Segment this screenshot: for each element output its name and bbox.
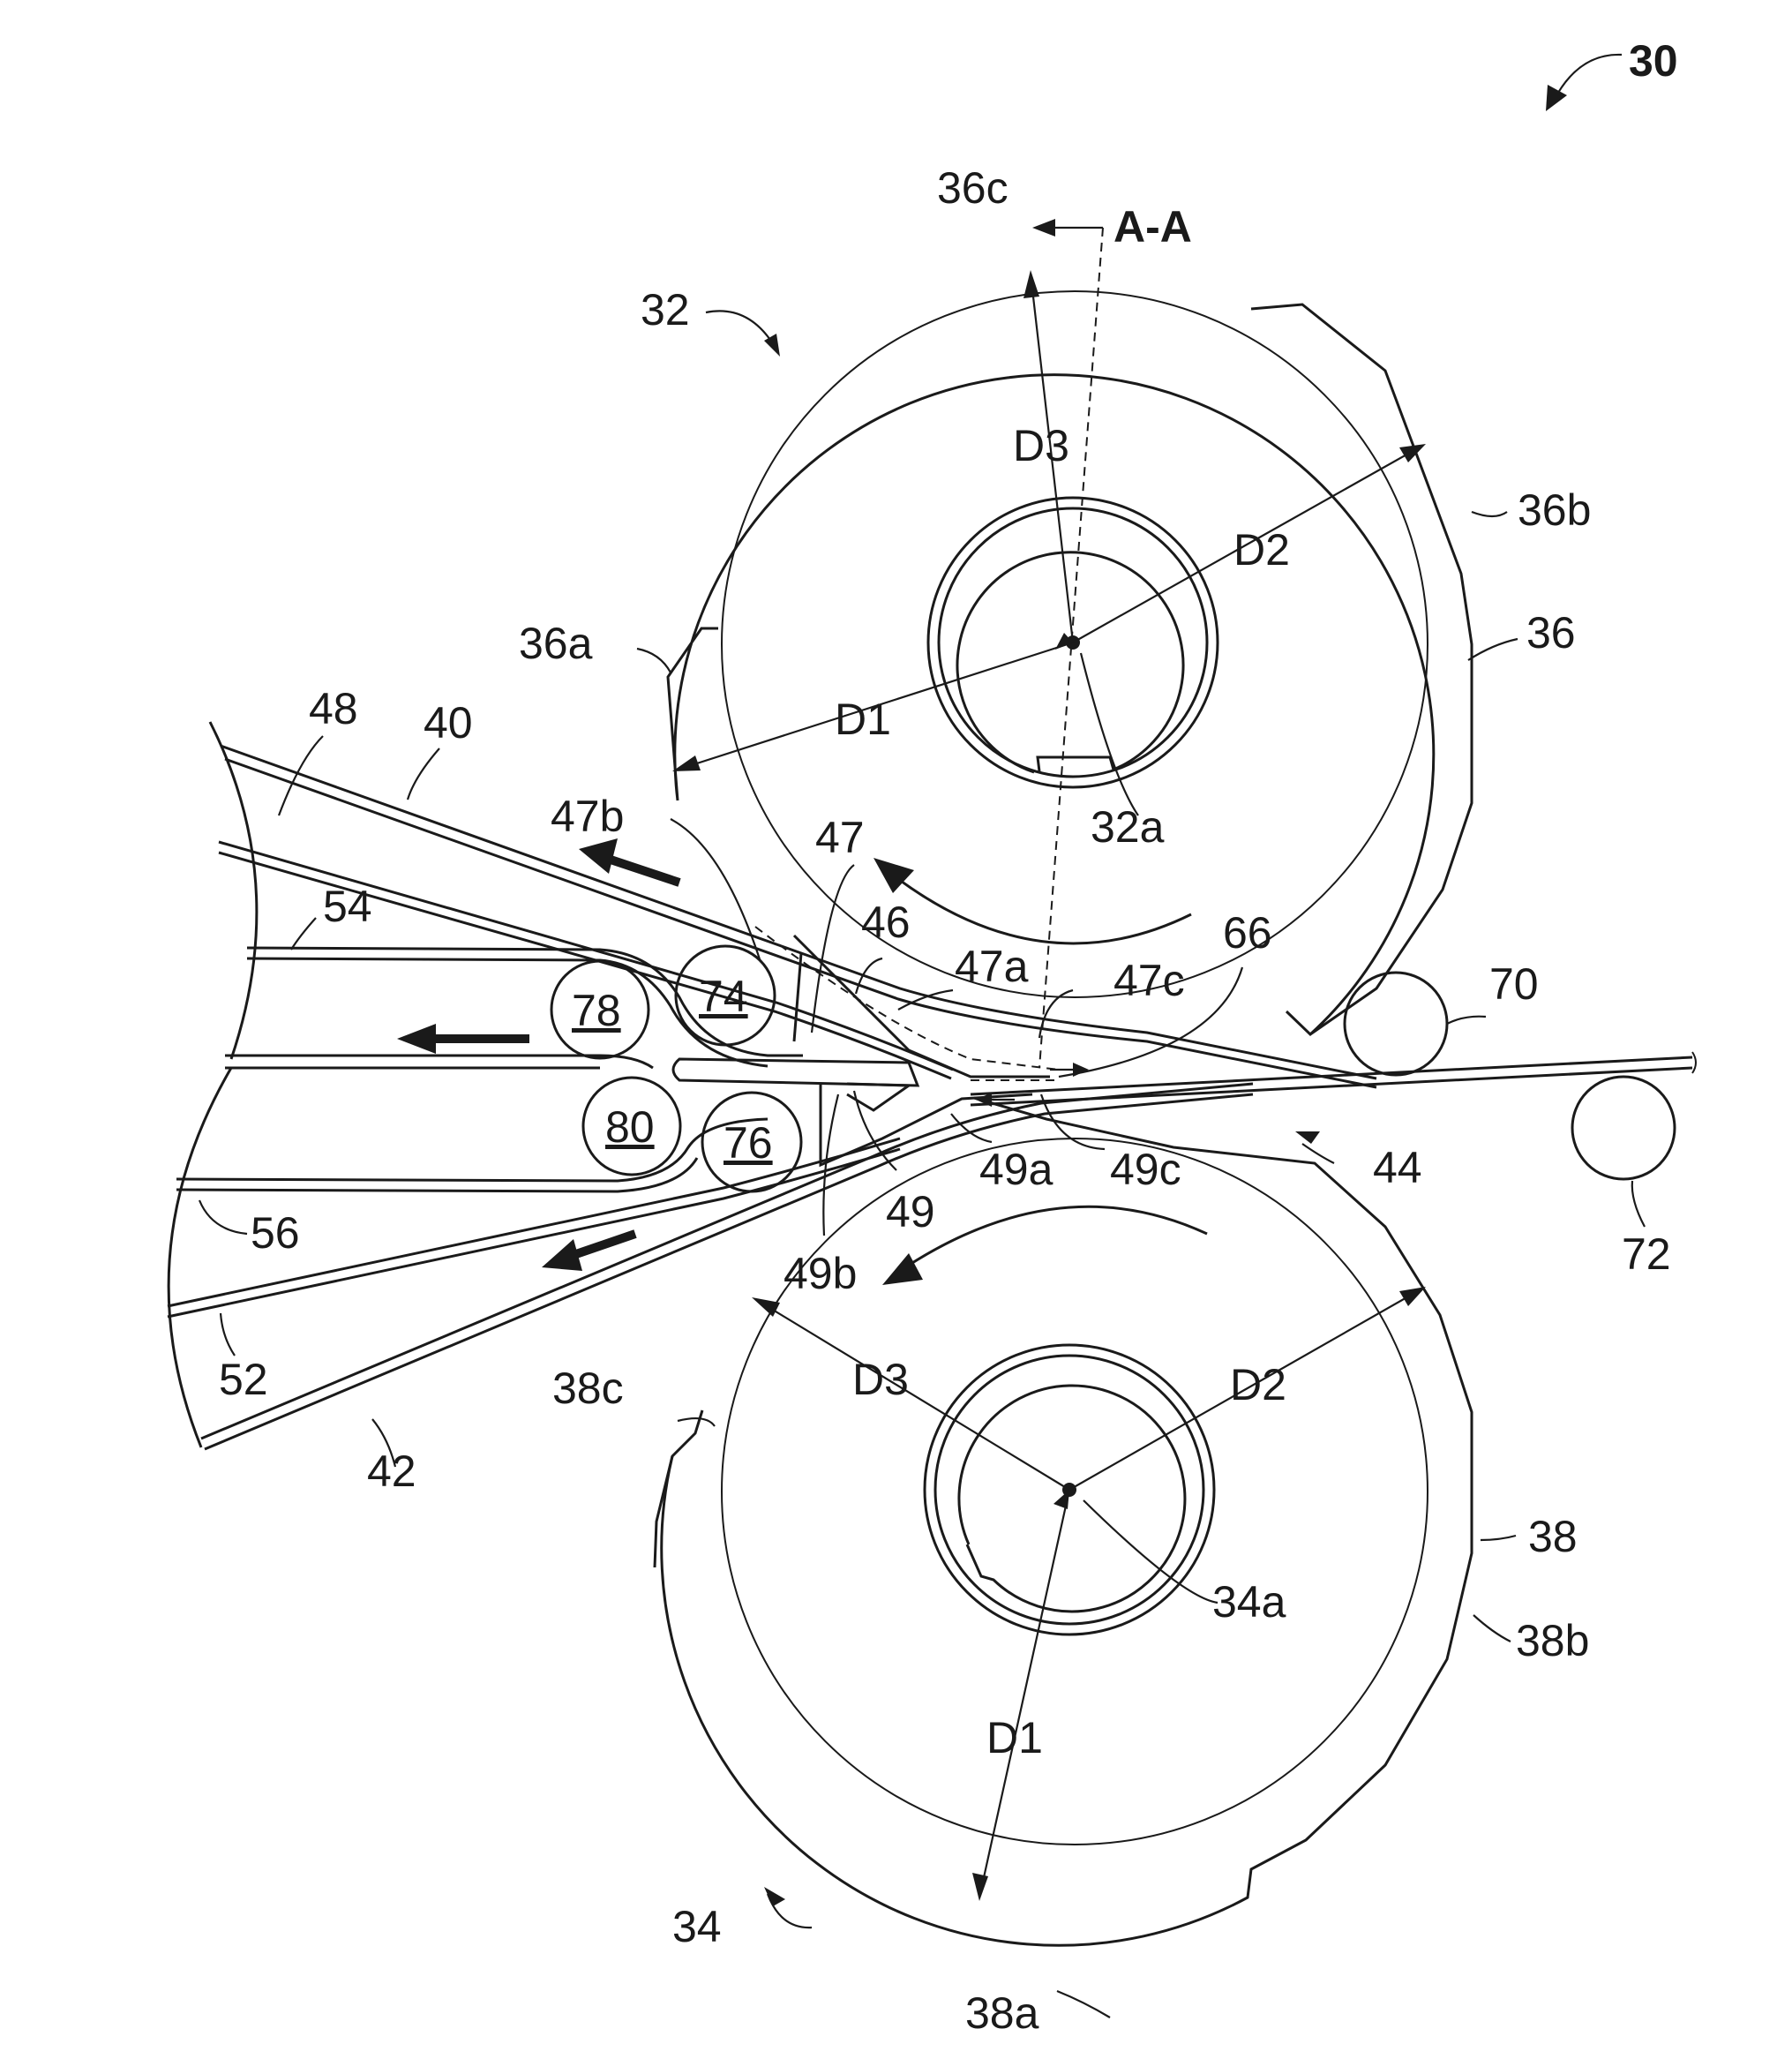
top-dimensions	[672, 219, 1426, 1068]
label-32a: 32a	[1091, 802, 1165, 852]
bottom-hub-bore	[959, 1386, 1185, 1612]
label-36b: 36b	[1518, 485, 1591, 535]
roller-70	[1345, 973, 1447, 1075]
label-47b: 47b	[551, 792, 624, 841]
label-bot-D1: D1	[986, 1713, 1043, 1762]
label-36c: 36c	[937, 163, 1008, 213]
label-44: 44	[1373, 1143, 1422, 1192]
label-70: 70	[1489, 959, 1539, 1009]
label-49: 49	[886, 1187, 935, 1236]
label-40: 40	[424, 698, 473, 748]
label-bot-D3: D3	[852, 1355, 909, 1404]
label-42: 42	[367, 1447, 416, 1496]
label-76: 76	[724, 1118, 773, 1168]
label-74: 74	[699, 972, 748, 1021]
label-47: 47	[815, 813, 865, 862]
figure-ref-arrow	[1546, 55, 1622, 111]
label-32: 32	[641, 285, 690, 334]
label-47c: 47c	[1113, 956, 1185, 1005]
label-30: 30	[1629, 36, 1678, 86]
label-49b: 49b	[784, 1249, 857, 1298]
label-54: 54	[323, 882, 372, 931]
label-48: 48	[309, 684, 358, 733]
label-49c: 49c	[1110, 1145, 1181, 1194]
label-49a: 49a	[979, 1145, 1053, 1194]
leader-lines	[199, 311, 1645, 2018]
label-78: 78	[572, 986, 621, 1035]
label-bot-D2: D2	[1230, 1360, 1286, 1409]
label-section: A-A	[1113, 202, 1192, 252]
label-38b: 38b	[1516, 1616, 1589, 1665]
label-34: 34	[672, 1902, 722, 1951]
label-top-D3: D3	[1013, 421, 1069, 470]
label-38: 38	[1528, 1512, 1578, 1561]
label-38a: 38a	[965, 1988, 1039, 2038]
label-66: 66	[1223, 908, 1272, 958]
label-34a: 34a	[1212, 1577, 1286, 1627]
label-36: 36	[1526, 608, 1576, 658]
label-38c: 38c	[552, 1364, 624, 1413]
webs	[168, 722, 1696, 1449]
roller-72	[1572, 1077, 1675, 1179]
label-52: 52	[219, 1355, 268, 1404]
label-top-D2: D2	[1233, 525, 1290, 575]
label-top-D1: D1	[835, 695, 891, 744]
label-36a: 36a	[519, 619, 593, 668]
label-72: 72	[1622, 1229, 1671, 1279]
label-47a: 47a	[955, 942, 1029, 991]
label-80: 80	[605, 1102, 655, 1152]
label-56: 56	[251, 1208, 300, 1258]
label-46: 46	[861, 898, 911, 947]
bottom-drum-outer	[662, 1098, 1472, 1945]
